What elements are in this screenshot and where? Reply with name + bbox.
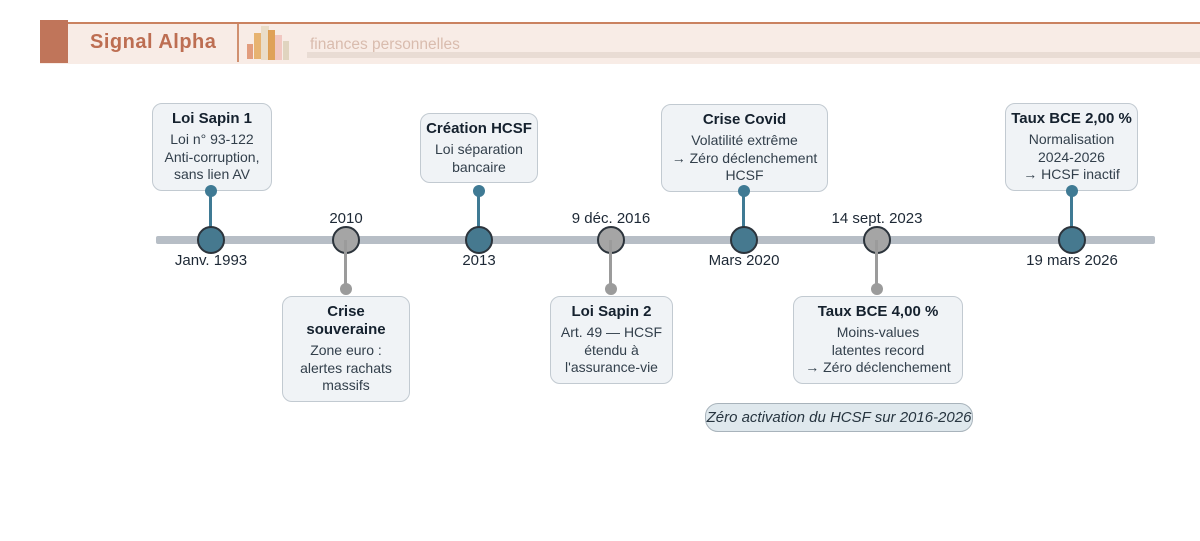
event-title: Loi Sapin 2 (571, 303, 652, 320)
event-date: 14 sept. 2023 (831, 210, 923, 227)
connector-line (1070, 191, 1073, 240)
header-divider (237, 24, 239, 62)
event-card-taux-bce-4: Taux BCE 4,00 % Moins-values latentes re… (793, 296, 963, 384)
event-card-crise-souveraine: Crise souveraine Zone euro : alertes rac… (282, 296, 410, 402)
event-title: Crise Covid (702, 111, 787, 128)
event-title: Loi Sapin 1 (171, 110, 252, 127)
timeline-node-1993 (197, 226, 225, 254)
connector-line (742, 191, 745, 240)
connector-line (209, 191, 212, 240)
header-tagline: finances personnelles (310, 36, 460, 53)
event-body: Normalisation 2024-2026 → HCSF inactif (1023, 131, 1120, 182)
event-title: Création HCSF (426, 120, 532, 137)
event-card-creation-hcsf: Création HCSF Loi séparation bancaire (420, 113, 538, 183)
event-date: Janv. 1993 (174, 252, 248, 269)
event-body: Loi n° 93-122 Anti-corruption, sans lien… (164, 131, 260, 182)
connector-line (875, 240, 878, 289)
event-title: Crise souveraine (306, 303, 386, 338)
summary-note: Zéro activation du HCSF sur 2016-2026 (705, 403, 973, 432)
timeline-node-2013 (465, 226, 493, 254)
event-date: 9 déc. 2016 (571, 210, 651, 227)
timeline-node-2026 (1058, 226, 1086, 254)
connector-line (609, 240, 612, 289)
connector-dot (605, 283, 617, 295)
event-card-loi-sapin-1: Loi Sapin 1 Loi n° 93-122 Anti-corruptio… (152, 103, 272, 191)
event-card-crise-covid: Crise Covid Volatilité extrême → Zéro dé… (661, 104, 828, 192)
event-date: 2010 (329, 210, 363, 227)
brand-square (40, 20, 68, 63)
connector-line (477, 191, 480, 240)
connector-line (344, 240, 347, 289)
connector-dot (340, 283, 352, 295)
event-card-loi-sapin-2: Loi Sapin 2 Art. 49 — HCSF étendu à l'as… (550, 296, 673, 384)
event-card-taux-bce-2: Taux BCE 2,00 % Normalisation 2024-2026 … (1005, 103, 1138, 191)
event-body: Zone euro : alertes rachats massifs (300, 342, 392, 393)
event-body: Art. 49 — HCSF étendu à l'assurance-vie (560, 324, 663, 375)
timeline-node-2020 (730, 226, 758, 254)
event-body: Volatilité extrême → Zéro déclenchement … (671, 132, 818, 183)
connector-dot (871, 283, 883, 295)
event-body: Loi séparation bancaire (435, 141, 523, 175)
brand-title: Signal Alpha (90, 31, 217, 53)
tagline-underline (307, 52, 1200, 58)
event-date: 2013 (462, 252, 496, 269)
event-title: Taux BCE 2,00 % (1011, 110, 1132, 127)
event-date: 19 mars 2026 (1026, 252, 1118, 269)
timeline-axis (156, 236, 1155, 244)
event-date: Mars 2020 (708, 252, 780, 269)
event-body: Moins-values latentes record → Zéro décl… (805, 324, 951, 375)
event-title: Taux BCE 4,00 % (817, 303, 939, 320)
bar-chart-icon (246, 25, 292, 66)
